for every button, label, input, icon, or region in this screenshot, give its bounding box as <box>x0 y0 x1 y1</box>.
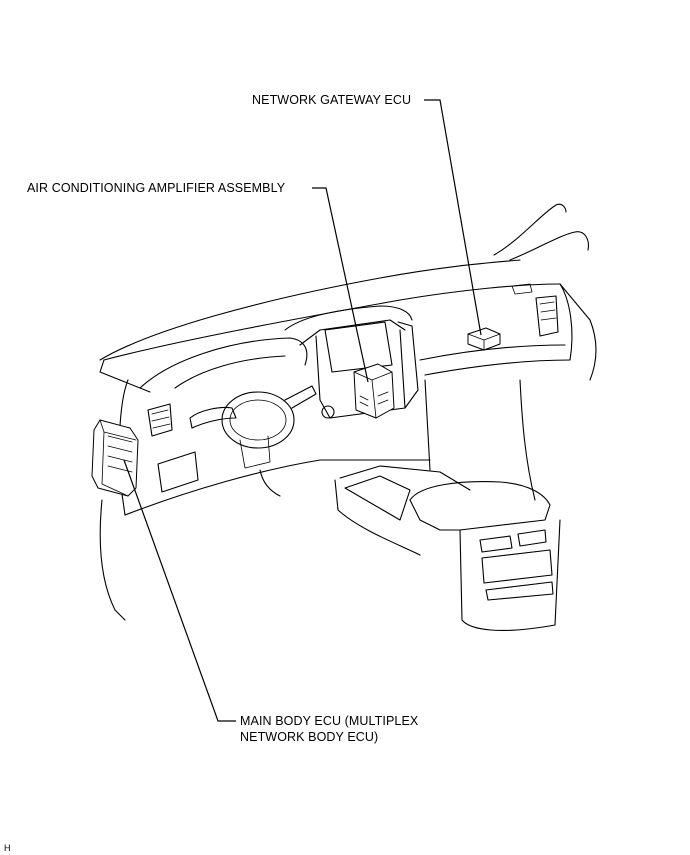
air-conditioning-amplifier-label: AIR CONDITIONING AMPLIFIER ASSEMBLY <box>27 181 286 195</box>
leader-lines <box>123 99 482 722</box>
main-body-ecu-label-line1: MAIN BODY ECU (MULTIPLEX <box>240 714 419 728</box>
windshield-outline <box>99 203 589 361</box>
steering-wheel <box>189 385 317 469</box>
left-air-vents <box>147 403 199 493</box>
network-gateway-ecu-label: NETWORK GATEWAY ECU <box>252 93 412 107</box>
corner-code: H <box>4 843 11 853</box>
main-body-ecu-part <box>91 419 139 497</box>
dashboard-outline <box>99 283 597 501</box>
network-gateway-ecu-part <box>467 327 501 351</box>
main-body-ecu-label: MAIN BODY ECU (MULTIPLEX NETWORK BODY EC… <box>240 713 418 745</box>
main-body-ecu-label-line2: NETWORK BODY ECU) <box>240 730 379 744</box>
center-console <box>334 465 561 631</box>
right-air-vent <box>511 283 559 337</box>
ac-amplifier-part <box>353 363 395 419</box>
leader-line-main-body <box>123 459 236 722</box>
leader-line-ac <box>312 187 369 383</box>
center-stack <box>315 321 419 419</box>
leader-line-gateway <box>424 99 482 336</box>
